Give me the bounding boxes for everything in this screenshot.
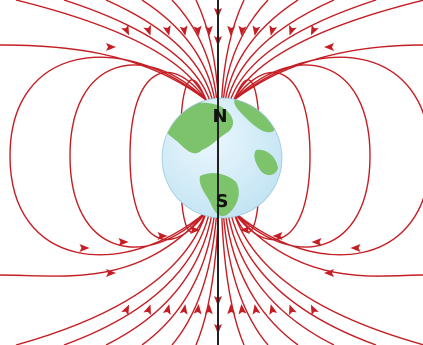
field-line-top xyxy=(226,0,335,101)
arrow-head-icon xyxy=(269,25,278,36)
arrow-head-icon xyxy=(162,25,171,36)
field-line-bottom xyxy=(15,211,208,345)
south-pole-label: S xyxy=(216,191,229,212)
field-line-loop xyxy=(233,71,311,241)
arrow-head-icon xyxy=(121,24,130,36)
arrow-head-icon xyxy=(227,304,236,315)
field-line-top xyxy=(229,0,377,101)
field-line-top xyxy=(141,0,216,101)
arrow-head-icon xyxy=(179,25,188,36)
arrow-head-icon xyxy=(193,25,202,36)
field-line-bottom xyxy=(226,211,335,345)
arrow-head-icon xyxy=(252,25,261,36)
field-line-top xyxy=(171,0,218,101)
field-line-bottom xyxy=(232,211,423,345)
field-line-loop xyxy=(129,71,207,241)
field-line-top xyxy=(220,0,245,101)
arrow-head-icon xyxy=(193,304,202,315)
arrow-head-icon xyxy=(350,244,361,252)
arrow-head-icon xyxy=(143,304,151,316)
arrow-head-icon xyxy=(143,24,151,36)
field-line-bottom xyxy=(222,211,269,345)
field-line-bottom xyxy=(105,211,214,345)
arrow-head-icon xyxy=(310,24,319,36)
arrow-head-icon xyxy=(311,238,322,246)
field-line-top xyxy=(15,0,208,101)
field-line-top xyxy=(222,0,269,101)
field-line-edge xyxy=(0,44,207,101)
arrow-head-icon xyxy=(324,43,334,51)
arrow-head-icon xyxy=(162,304,171,315)
field-line-bottom xyxy=(229,211,377,345)
field-line-bottom xyxy=(220,211,245,345)
arrow-head-icon xyxy=(204,304,213,315)
arrow-head-icon xyxy=(240,226,250,234)
arrow-head-icon xyxy=(106,269,116,277)
arrow-head-icon xyxy=(157,232,168,240)
north-pole-label: N xyxy=(212,106,227,127)
arrow-head-icon xyxy=(269,304,278,315)
field-line-bottom xyxy=(63,211,211,345)
arrow-head-icon xyxy=(106,43,116,51)
field-line-bottom xyxy=(224,211,299,345)
arrow-head-icon xyxy=(190,226,200,234)
field-line-top xyxy=(105,0,214,101)
arrow-head-icon xyxy=(204,25,213,36)
arrow-head-icon xyxy=(310,304,319,316)
field-line-top xyxy=(63,0,211,101)
arrow-head-icon xyxy=(238,25,247,36)
arrow-head-icon xyxy=(252,304,261,315)
field-line-bottom xyxy=(171,211,218,345)
arrow-head-icon xyxy=(121,304,130,316)
field-line-edge xyxy=(233,44,423,101)
arrow-head-icon xyxy=(79,244,90,252)
arrow-head-icon xyxy=(179,304,188,315)
arrow-head-icon xyxy=(238,304,247,315)
field-line-edge xyxy=(0,211,207,277)
arrow-head-icon xyxy=(289,24,297,36)
arrow-head-icon xyxy=(324,269,334,277)
arrow-head-icon xyxy=(289,304,297,316)
field-line-edge xyxy=(233,211,423,277)
field-line-top xyxy=(224,0,299,101)
field-line-bottom xyxy=(141,211,216,345)
arrow-head-icon xyxy=(272,232,283,240)
earth-land xyxy=(162,98,278,217)
arrow-head-icon xyxy=(227,25,236,36)
field-line-top xyxy=(232,0,423,101)
arrow-head-icon xyxy=(118,238,129,246)
earth-globe-icon xyxy=(161,97,283,219)
